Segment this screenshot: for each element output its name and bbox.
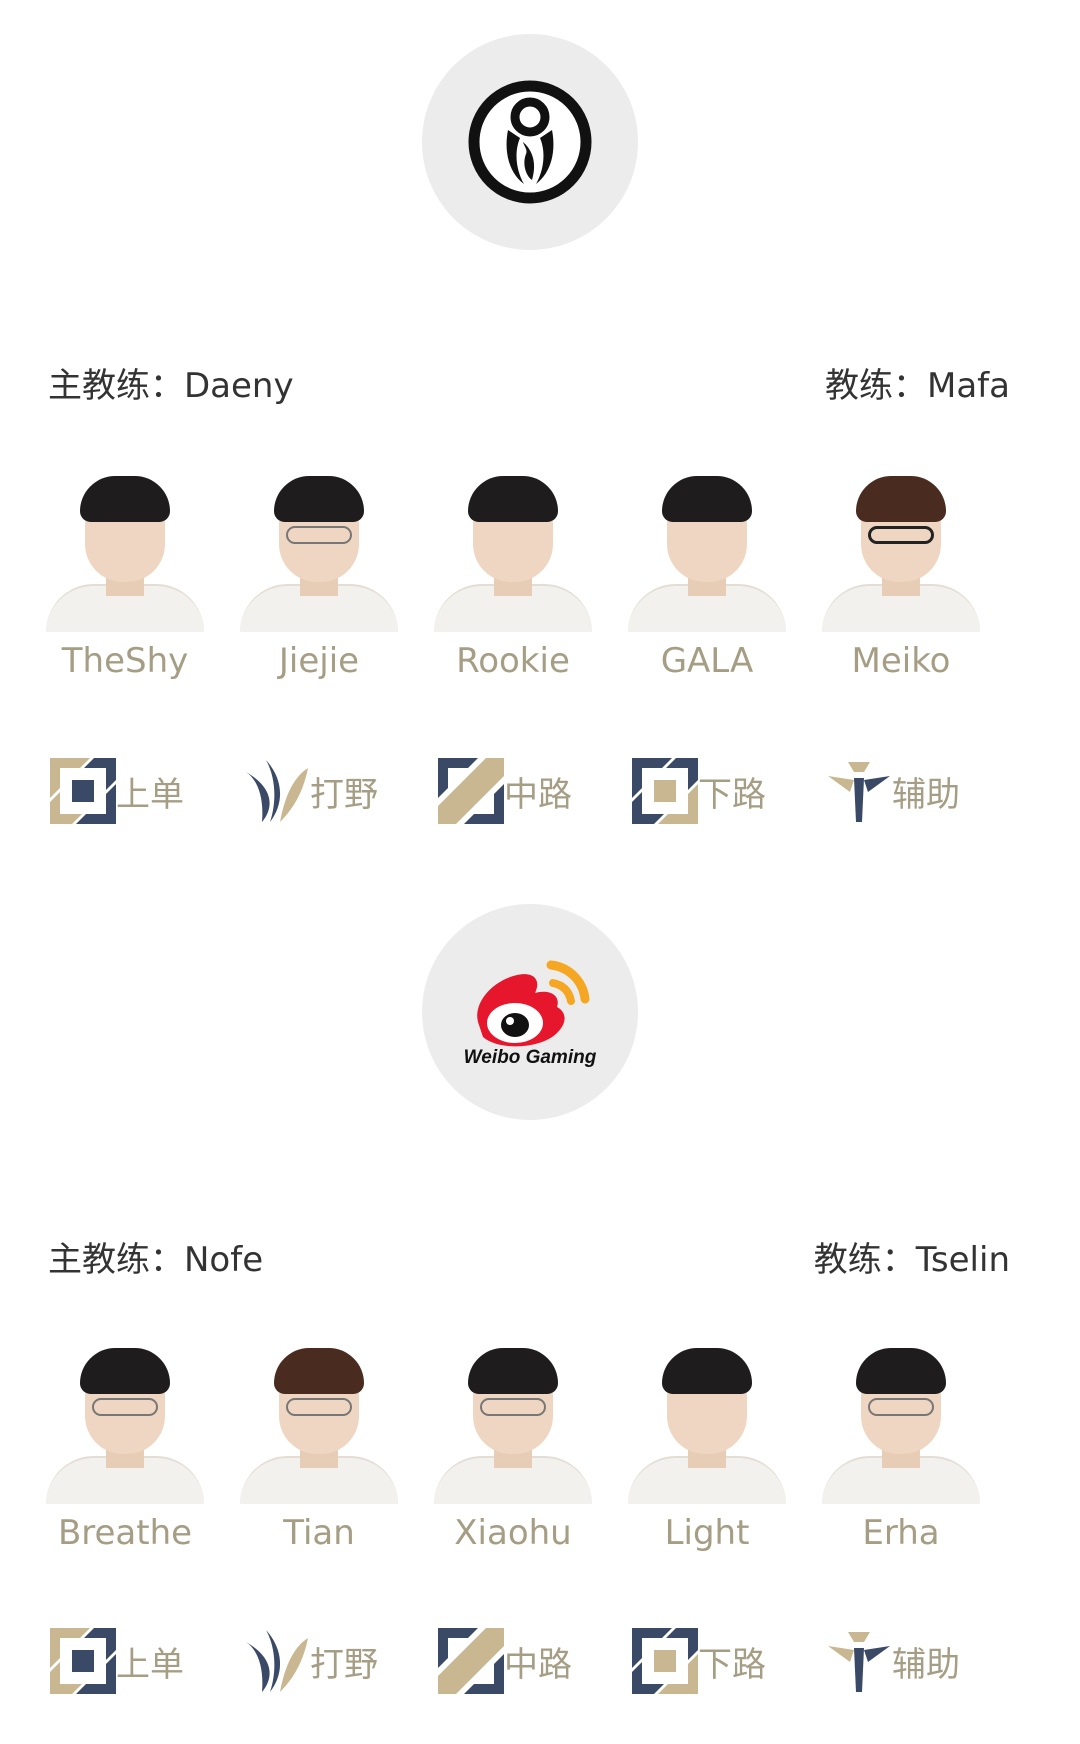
role-label: 中路 <box>504 1644 572 1685</box>
player-name: Light <box>664 1513 750 1553</box>
coach-row: 主教练：Daeny 教练：Mafa <box>48 362 1010 410</box>
player-photo <box>622 1342 792 1504</box>
player-photo <box>428 470 598 632</box>
player-name: Breathe <box>57 1513 193 1553</box>
bot-lane-icon <box>632 1628 698 1694</box>
player-name: TheShy <box>61 641 189 681</box>
player-card[interactable]: GALA <box>622 470 792 682</box>
top-lane-icon <box>50 1628 116 1694</box>
player-list: Breathe Tian Xiaohu Light Erha <box>40 1342 986 1554</box>
player-photo <box>622 470 792 632</box>
player-name: Xiaohu <box>454 1513 572 1553</box>
player-name: Erha <box>862 1513 940 1553</box>
player-photo <box>234 1342 404 1504</box>
player-photo <box>40 1342 210 1504</box>
jungle-icon <box>246 760 308 822</box>
coach: 教练：Tselin <box>814 1236 1010 1284</box>
support-icon <box>828 762 890 822</box>
player-photo <box>816 1342 986 1504</box>
role-mid: 中路 <box>438 1628 632 1694</box>
player-name: Jiejie <box>278 641 360 681</box>
bot-lane-icon <box>632 758 698 824</box>
head-coach: 主教练：Daeny <box>48 362 294 410</box>
player-card[interactable]: Xiaohu <box>428 1342 598 1554</box>
role-support: 辅助 <box>826 758 1020 824</box>
role-label: 打野 <box>310 774 378 815</box>
team-logo-wbg: Weibo Gaming <box>422 904 638 1120</box>
player-photo <box>234 470 404 632</box>
team-logo-ig <box>422 34 638 250</box>
head-coach-label: 主教练： <box>48 366 184 406</box>
role-label: 上单 <box>116 774 184 815</box>
player-card[interactable]: Rookie <box>428 470 598 682</box>
coach-row: 主教练：Nofe 教练：Tselin <box>48 1236 1010 1284</box>
coach-label: 教练： <box>825 366 928 406</box>
coach-label: 教练： <box>813 1240 916 1280</box>
player-name: Rookie <box>456 641 570 681</box>
ig-logo-icon <box>468 80 592 204</box>
player-name: GALA <box>660 641 754 681</box>
jungle-icon <box>246 1630 308 1692</box>
head-coach-name: Daeny <box>184 366 294 406</box>
head-coach-name: Nofe <box>184 1240 264 1280</box>
player-card[interactable]: Jiejie <box>234 470 404 682</box>
role-mid: 中路 <box>438 758 632 824</box>
support-icon <box>828 1632 890 1692</box>
head-coach-label: 主教练： <box>48 1240 184 1280</box>
role-label: 打野 <box>310 1644 378 1685</box>
weibo-gaming-logo-icon <box>477 960 590 1047</box>
player-photo <box>816 470 986 632</box>
player-name: Tian <box>283 1513 355 1553</box>
role-label: 辅助 <box>892 774 960 815</box>
coach: 教练：Mafa <box>825 362 1010 410</box>
player-card[interactable]: Erha <box>816 1342 986 1554</box>
player-list: TheShy Jiejie Rookie GALA Meiko <box>40 470 986 682</box>
player-card[interactable]: Tian <box>234 1342 404 1554</box>
role-list: 上单 打野 中路 下路 <box>50 1628 1020 1694</box>
role-jungle: 打野 <box>244 1628 438 1694</box>
player-card[interactable]: Light <box>622 1342 792 1554</box>
player-card[interactable]: TheShy <box>40 470 210 682</box>
role-jungle: 打野 <box>244 758 438 824</box>
role-bot: 下路 <box>632 1628 826 1694</box>
coach-name: Mafa <box>927 366 1010 406</box>
role-list: 上单 打野 中路 下路 <box>50 758 1020 824</box>
role-bot: 下路 <box>632 758 826 824</box>
player-card[interactable]: Meiko <box>816 470 986 682</box>
role-label: 中路 <box>504 774 572 815</box>
role-label: 下路 <box>698 774 766 815</box>
role-top: 上单 <box>50 758 244 824</box>
role-label: 上单 <box>116 1644 184 1685</box>
wbg-logo-text: Weibo Gaming <box>463 1047 597 1068</box>
coach-name: Tselin <box>915 1240 1010 1280</box>
role-support: 辅助 <box>826 1628 1020 1694</box>
role-label: 辅助 <box>892 1644 960 1685</box>
player-photo <box>428 1342 598 1504</box>
player-card[interactable]: Breathe <box>40 1342 210 1554</box>
mid-lane-icon <box>438 758 504 824</box>
mid-lane-icon <box>438 1628 504 1694</box>
role-label: 下路 <box>698 1644 766 1685</box>
player-name: Meiko <box>851 641 951 681</box>
head-coach: 主教练：Nofe <box>48 1236 263 1284</box>
top-lane-icon <box>50 758 116 824</box>
role-top: 上单 <box>50 1628 244 1694</box>
player-photo <box>40 470 210 632</box>
